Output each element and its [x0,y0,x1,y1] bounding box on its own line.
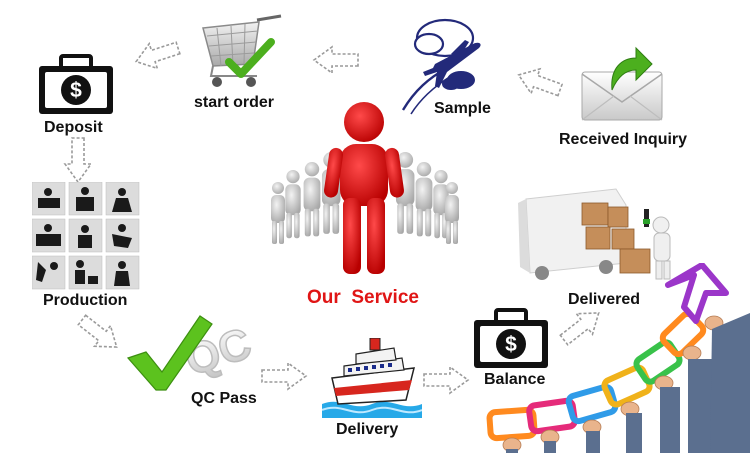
money-case-icon: $ [39,54,113,114]
step-label-start-order: start order [194,94,275,111]
money-case-icon-balance: $ [474,308,548,368]
arrow-production-to-qc [73,308,126,359]
shopping-cart-icon [202,14,282,87]
arrow-start-order-to-deposit [131,34,183,75]
ship-icon [322,338,422,418]
dollar-sign: $ [70,79,82,102]
step-label-delivery: Delivery [336,421,399,438]
envelope-icon [581,46,663,121]
step-label-sample: Sample [434,100,491,117]
qc-pass-badge: QC [126,315,257,391]
arrow-qc-to-delivery [261,362,307,390]
arrow-delivery-to-balance [423,366,469,394]
production-workers-grid [32,182,140,290]
step-label-qc-pass: QC Pass [191,390,257,407]
green-check-icon [126,315,213,391]
arrow-sample-to-start-order [313,46,359,74]
arrow-deposit-to-production [64,137,92,183]
airplane-icon [401,18,481,115]
center-title: Our Service [307,287,419,308]
arrow-inquiry-to-sample [513,61,566,104]
step-label-deposit: Deposit [44,119,103,136]
step-label-received-inquiry: Received Inquiry [559,131,688,148]
delivery-truck-icon [518,188,671,280]
teamwork-chain-arrow [486,263,750,453]
dollar-sign-balance: $ [505,333,517,356]
red-leader-figure [324,102,404,274]
step-label-balance: Balance [484,371,546,388]
step-label-production: Production [43,292,128,309]
step-label-delivered: Delivered [568,291,641,308]
service-crowd-figure [271,102,459,274]
